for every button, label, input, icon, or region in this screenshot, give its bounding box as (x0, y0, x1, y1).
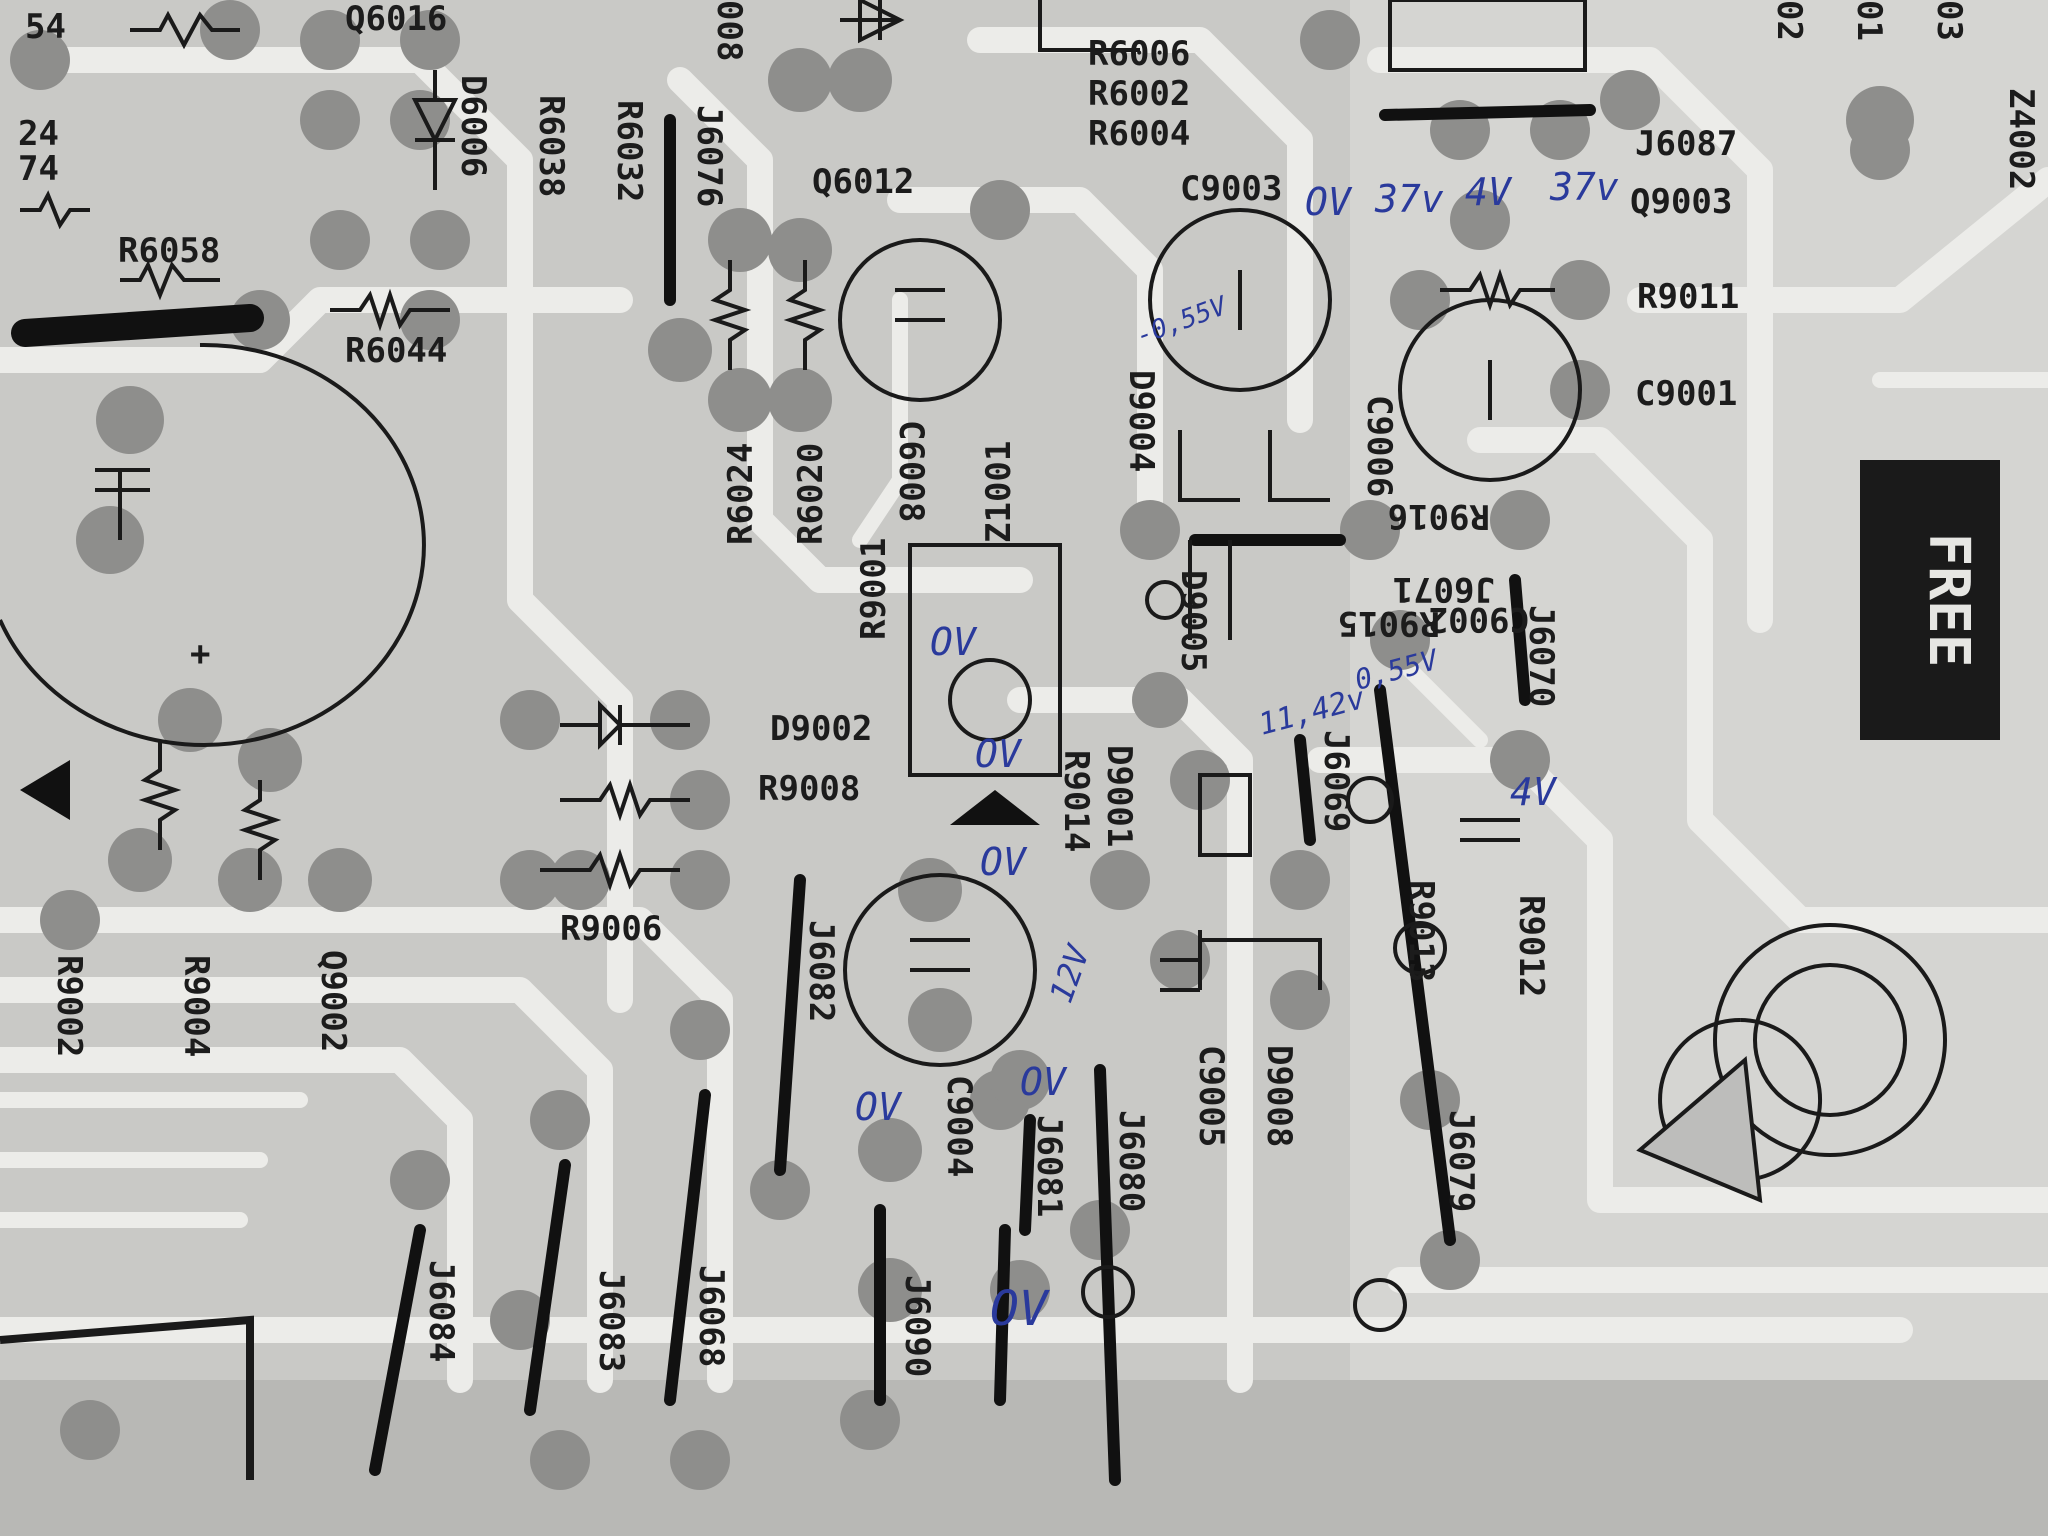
resistor-diode-symbols (20, 0, 1555, 892)
hand-ov-left: OV (855, 1085, 903, 1129)
freee-logo: FREE (1860, 460, 2000, 740)
label-r9008: R9008 (758, 769, 860, 809)
hand-ov-j6081: OV (1020, 1060, 1068, 1104)
label-54: 54 (25, 7, 66, 47)
label-j6087: J6087 (1635, 124, 1737, 164)
hand-ov-bottom: OV (990, 1281, 1051, 1337)
label-r9015: R9015 (1338, 603, 1440, 643)
label-01: 01 (1849, 0, 1889, 41)
label-74: 74 (18, 149, 59, 189)
label-r6020: R6020 (791, 443, 831, 545)
jumper-wires (0, 104, 1596, 1486)
label-j6069: J6069 (1316, 730, 1356, 832)
label-c9002: C9002 (1428, 599, 1530, 639)
label-r6002: R6002 (1088, 74, 1190, 114)
label-j6083: J6083 (591, 1270, 631, 1372)
label-j6082: J6082 (801, 920, 841, 1022)
label-j6071: J6071 (1393, 569, 1495, 609)
hand-ov-c9004: OV (980, 840, 1028, 884)
label-d6006: D6006 (453, 75, 493, 177)
label-r6044: R6044 (345, 331, 447, 371)
label-c9006: C9006 (1359, 395, 1399, 497)
label-j6070: J6070 (1521, 605, 1561, 707)
label-r9001: R9001 (854, 538, 894, 640)
label-24: 24 (18, 114, 59, 154)
svg-text:+: + (190, 634, 210, 674)
label-r9012: R9012 (1511, 895, 1551, 997)
label-r9002: R9002 (49, 955, 89, 1057)
hand-37v-b: 37v (1549, 165, 1619, 209)
label-r9016: R9016 (1388, 496, 1490, 536)
label-j6081: J6081 (1029, 1115, 1069, 1217)
label-d9004: D9004 (1121, 370, 1161, 472)
label-r9004: R9004 (176, 955, 216, 1057)
component-outlines: + (0, 0, 1947, 1332)
label-d9002: D9002 (770, 709, 872, 749)
label-j6080: J6080 (1111, 1110, 1151, 1212)
label-c9003: C9003 (1180, 169, 1282, 209)
label-c9005: C9005 (1191, 1045, 1231, 1147)
label-r9006: R9006 (560, 909, 662, 949)
hand-ov-reg-b: OV (975, 732, 1023, 776)
label-q6016: Q6016 (345, 0, 447, 39)
label-r9013: R9013 (1401, 880, 1441, 982)
label-r6038: R6038 (531, 95, 571, 197)
label-j6079: J6079 (1441, 1110, 1481, 1212)
label-z1001: Z1001 (979, 441, 1019, 543)
hand-ov-reg-a: OV (930, 620, 978, 664)
label-r6032: R6032 (609, 100, 649, 202)
hand-4v-b: 4V (1510, 770, 1558, 814)
label-j6090: J6090 (897, 1275, 937, 1377)
solder-pads (10, 0, 1914, 1490)
hand-ov-1: OV (1305, 180, 1353, 224)
label-j6084: J6084 (421, 1260, 461, 1362)
label-03: 03 (1929, 0, 1969, 41)
label-c9001: C9001 (1635, 374, 1737, 414)
label-d9005: D9005 (1173, 570, 1213, 672)
label-c9004: C9004 (939, 1075, 979, 1177)
label-r6004: R6004 (1088, 114, 1190, 154)
label-r6006: R6006 (1088, 34, 1190, 74)
label-d9001: D9001 (1099, 745, 1139, 847)
label-02: 02 (1769, 0, 1809, 41)
label-r9014: R9014 (1056, 750, 1096, 852)
hand-37v-a: 37v (1374, 177, 1444, 221)
label-c6008: C6008 (891, 420, 931, 522)
label-q6012: Q6012 (812, 162, 914, 202)
logo-text: FREE (1916, 533, 1981, 668)
hand-4v-a: 4V (1465, 170, 1513, 214)
label-z4002: Z4002 (2001, 88, 2041, 190)
label-j6076: J6076 (689, 105, 729, 207)
label-q9002: Q9002 (313, 950, 353, 1052)
label-d9008: D9008 (1259, 1045, 1299, 1147)
label-r6058: R6058 (118, 231, 220, 271)
component-labels: 54 Q6016 D6006 R6038 R6032 008 J6076 Q60… (18, 0, 2041, 1377)
label-r9011: R9011 (1637, 277, 1739, 317)
label-008: 008 (709, 0, 749, 61)
label-j6068: J6068 (691, 1265, 731, 1367)
label-q9003: Q9003 (1630, 182, 1732, 222)
label-r6024: R6024 (721, 443, 761, 545)
